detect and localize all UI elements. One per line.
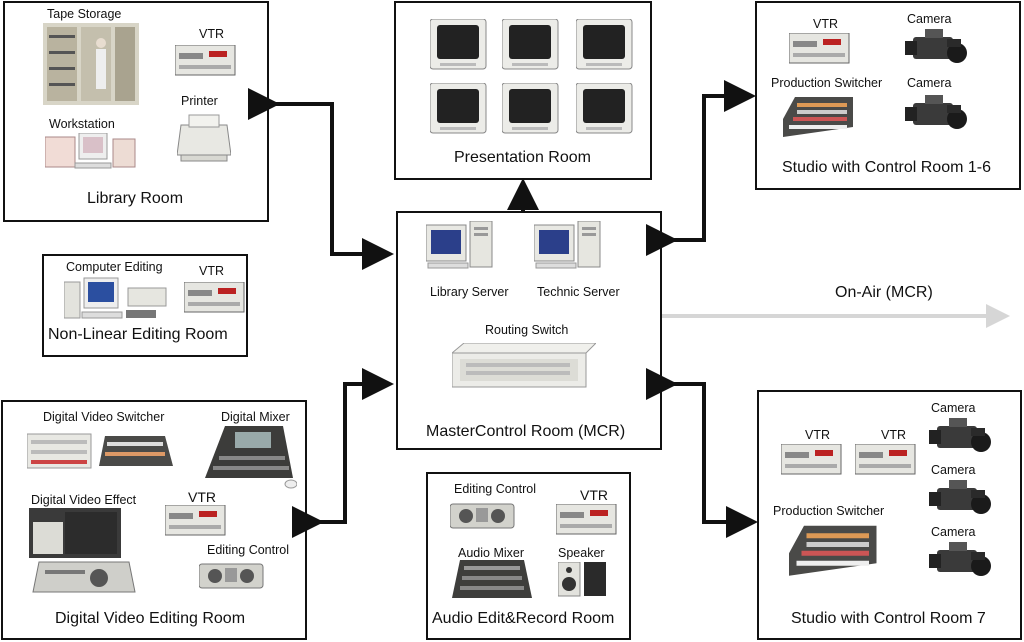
dv-switcher-label: Digital Video Switcher <box>43 410 165 424</box>
audio-room-title: Audio Edit&Record Room <box>432 610 615 627</box>
library-room: Tape Storage VTR Printer Workstation Lib… <box>3 1 269 222</box>
audio-editing-control-label: Editing Control <box>454 482 536 496</box>
studio-1-6-room: VTR Camera Production Switcher Camera St… <box>755 1 1021 190</box>
studio7-camera2-label: Camera <box>931 463 976 477</box>
nonlinear-editing-room: Computer Editing VTR Non-Linear Editing … <box>42 254 248 357</box>
tape-storage-label: Tape Storage <box>47 7 122 21</box>
audio-edit-record-room: Editing Control VTR Audio Mixer Speaker … <box>426 472 631 640</box>
audio-mixer-label: Audio Mixer <box>458 546 524 560</box>
nonlinear-vtr-label: VTR <box>199 264 224 278</box>
workstation-label: Workstation <box>49 117 115 131</box>
studio7-switcher-label: Production Switcher <box>773 504 885 518</box>
on-air-label: On-Air (MCR) <box>835 284 933 301</box>
master-control-room: Library Server Technic Server Routing Sw… <box>396 211 662 450</box>
studio16-mcr-connector <box>646 80 756 256</box>
dv-editing-control-label: Editing Control <box>207 543 289 557</box>
computer-editing-label: Computer Editing <box>66 260 163 274</box>
speaker-icon <box>557 561 608 605</box>
digital-video-switcher-icon <box>26 430 175 477</box>
digital-mixer-icon <box>205 426 298 495</box>
library-mcr-connector <box>248 88 394 270</box>
library-room-title: Library Room <box>87 190 184 207</box>
presentation-room: Presentation Room <box>394 1 652 180</box>
studio7-vtr1-label: VTR <box>805 428 830 442</box>
routing-switch-label: Routing Switch <box>485 323 569 337</box>
tape-storage-icon <box>43 23 139 110</box>
printer-icon <box>176 111 232 168</box>
dv-room-title: Digital Video Editing Room <box>55 610 246 627</box>
digital-mixer-label: Digital Mixer <box>221 410 290 424</box>
nonlinear-room-title: Non-Linear Editing Room <box>48 326 228 343</box>
studio7-mcr-connector <box>646 368 758 538</box>
audio-mixer-icon <box>452 558 532 605</box>
library-vtr-label: VTR <box>199 27 224 41</box>
dv-effect-label: Digital Video Effect <box>31 493 137 507</box>
mcr-title: MasterControl Room (MCR) <box>426 423 626 440</box>
studio16-camera2-label: Camera <box>907 76 952 90</box>
studio7-vtr2-label: VTR <box>881 428 906 442</box>
computer-editing-icon <box>63 276 174 327</box>
studio16-camera1-label: Camera <box>907 12 952 26</box>
routing-switch-icon <box>450 342 598 394</box>
studio7-camera1-label: Camera <box>931 401 976 415</box>
speaker-label: Speaker <box>558 546 605 560</box>
digital-video-editing-room: Digital Video Switcher Digital Mixer Dig… <box>1 400 307 640</box>
production-switcher-label: Production Switcher <box>771 76 883 90</box>
audio-vtr-label: VTR <box>580 487 608 503</box>
studio7-camera3-label: Camera <box>931 525 976 539</box>
studio-7-room: VTR VTR Camera Camera Production Switche… <box>757 390 1022 640</box>
technic-server-label: Technic Server <box>537 285 620 299</box>
presentation-room-title: Presentation Room <box>454 149 591 166</box>
workstation-icon <box>44 132 137 178</box>
dv-vtr-label: VTR <box>188 489 216 505</box>
studio7-title: Studio with Control Room 7 <box>791 610 986 627</box>
library-server-label: Library Server <box>430 285 509 299</box>
printer-label: Printer <box>181 94 218 108</box>
digital-video-effect-icon <box>29 508 137 601</box>
studio16-vtr-label: VTR <box>813 17 838 31</box>
studio16-title: Studio with Control Room 1-6 <box>782 159 991 176</box>
dv-mcr-connector <box>292 368 394 538</box>
